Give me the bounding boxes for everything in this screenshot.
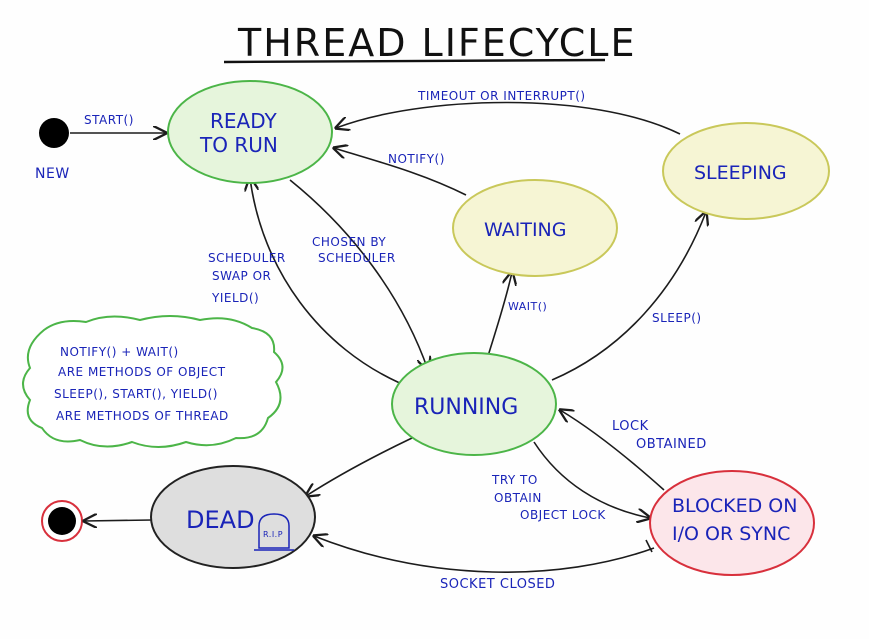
edge-sleep (551, 212, 706, 381)
note-line-3: SLEEP(), START(), YIELD() (54, 387, 218, 401)
edge-label-swap-2: SWAP OR (212, 269, 271, 283)
ready-label-2: TO RUN (199, 133, 278, 157)
node-ready-to-run: READY TO RUN (167, 80, 333, 184)
title-underline (223, 58, 606, 64)
node-running: RUNNING (391, 352, 557, 456)
edge-label-swap-1: SCHEDULER (208, 251, 286, 265)
edge-scheduler-swap (250, 178, 403, 385)
edge-label-sleep: SLEEP() (652, 311, 702, 325)
diagram-title: THREAD LIFECYCLE (237, 21, 637, 65)
note-cloud: NOTIFY() + WAIT() ARE METHODS OF OBJECT … (22, 315, 284, 448)
initial-state (39, 118, 69, 148)
running-ellipse (391, 352, 557, 456)
sleeping-ellipse (662, 122, 830, 220)
edge-socket-closed (314, 536, 655, 573)
edge-label-chosen-1: CHOSEN BY (312, 235, 386, 249)
node-dead: DEAD R.I.P (150, 465, 316, 569)
tombstone-icon (258, 513, 290, 549)
edge-label-lock-1: LOCK (612, 419, 649, 434)
waiting-ellipse (452, 179, 618, 277)
edge-wait (487, 272, 512, 357)
sleeping-label: SLEEPING (694, 162, 787, 184)
blocked-ellipse (649, 470, 815, 576)
edge-label-chosen-2: SCHEDULER (318, 251, 396, 265)
final-state (48, 507, 76, 535)
tombstone-text: R.I.P (263, 530, 283, 539)
edge-try-obtain (533, 441, 650, 518)
edge-label-lock-2: OBTAINED (636, 437, 707, 452)
note-line-1: NOTIFY() + WAIT() (60, 345, 179, 359)
dead-label: DEAD (186, 506, 255, 534)
ready-ellipse (167, 80, 333, 184)
edge-dead-end (84, 520, 153, 521)
blocked-label-1: BLOCKED ON (672, 495, 797, 517)
edge-label-try-3: OBJECT LOCK (520, 508, 606, 522)
node-sleeping: SLEEPING (662, 122, 830, 220)
edge-timeout (336, 101, 681, 135)
edge-label-socket: SOCKET CLOSED (440, 577, 555, 592)
edge-label-start: START() (84, 113, 134, 127)
ready-label-1: READY (210, 109, 278, 133)
edge-label-notify: NOTIFY() (388, 152, 445, 166)
dead-ellipse (150, 465, 316, 569)
new-label: NEW (35, 166, 70, 182)
edge-label-try-2: OBTAIN (494, 491, 542, 505)
edge-label-timeout: TIMEOUT OR INTERRUPT() (417, 89, 586, 103)
note-line-4: ARE METHODS OF THREAD (56, 409, 229, 423)
edge-lock-obtained (560, 410, 665, 491)
note-cloud-outline (22, 315, 284, 448)
edge-chosen (289, 179, 428, 370)
edge-running-dead (306, 437, 413, 496)
running-label: RUNNING (414, 395, 518, 420)
edge-label-try-1: TRY TO (491, 473, 538, 487)
cursor-mark (645, 539, 653, 553)
node-waiting: WAITING (452, 179, 618, 277)
edge-notify (334, 148, 467, 196)
edge-label-wait: WAIT() (508, 300, 547, 313)
edge-label-swap-3: YIELD() (211, 291, 259, 305)
waiting-label: WAITING (484, 219, 567, 241)
node-blocked: BLOCKED ON I/O OR SYNC (649, 470, 815, 576)
note-line-2: ARE METHODS OF OBJECT (58, 365, 226, 379)
blocked-label-2: I/O OR SYNC (672, 523, 790, 545)
